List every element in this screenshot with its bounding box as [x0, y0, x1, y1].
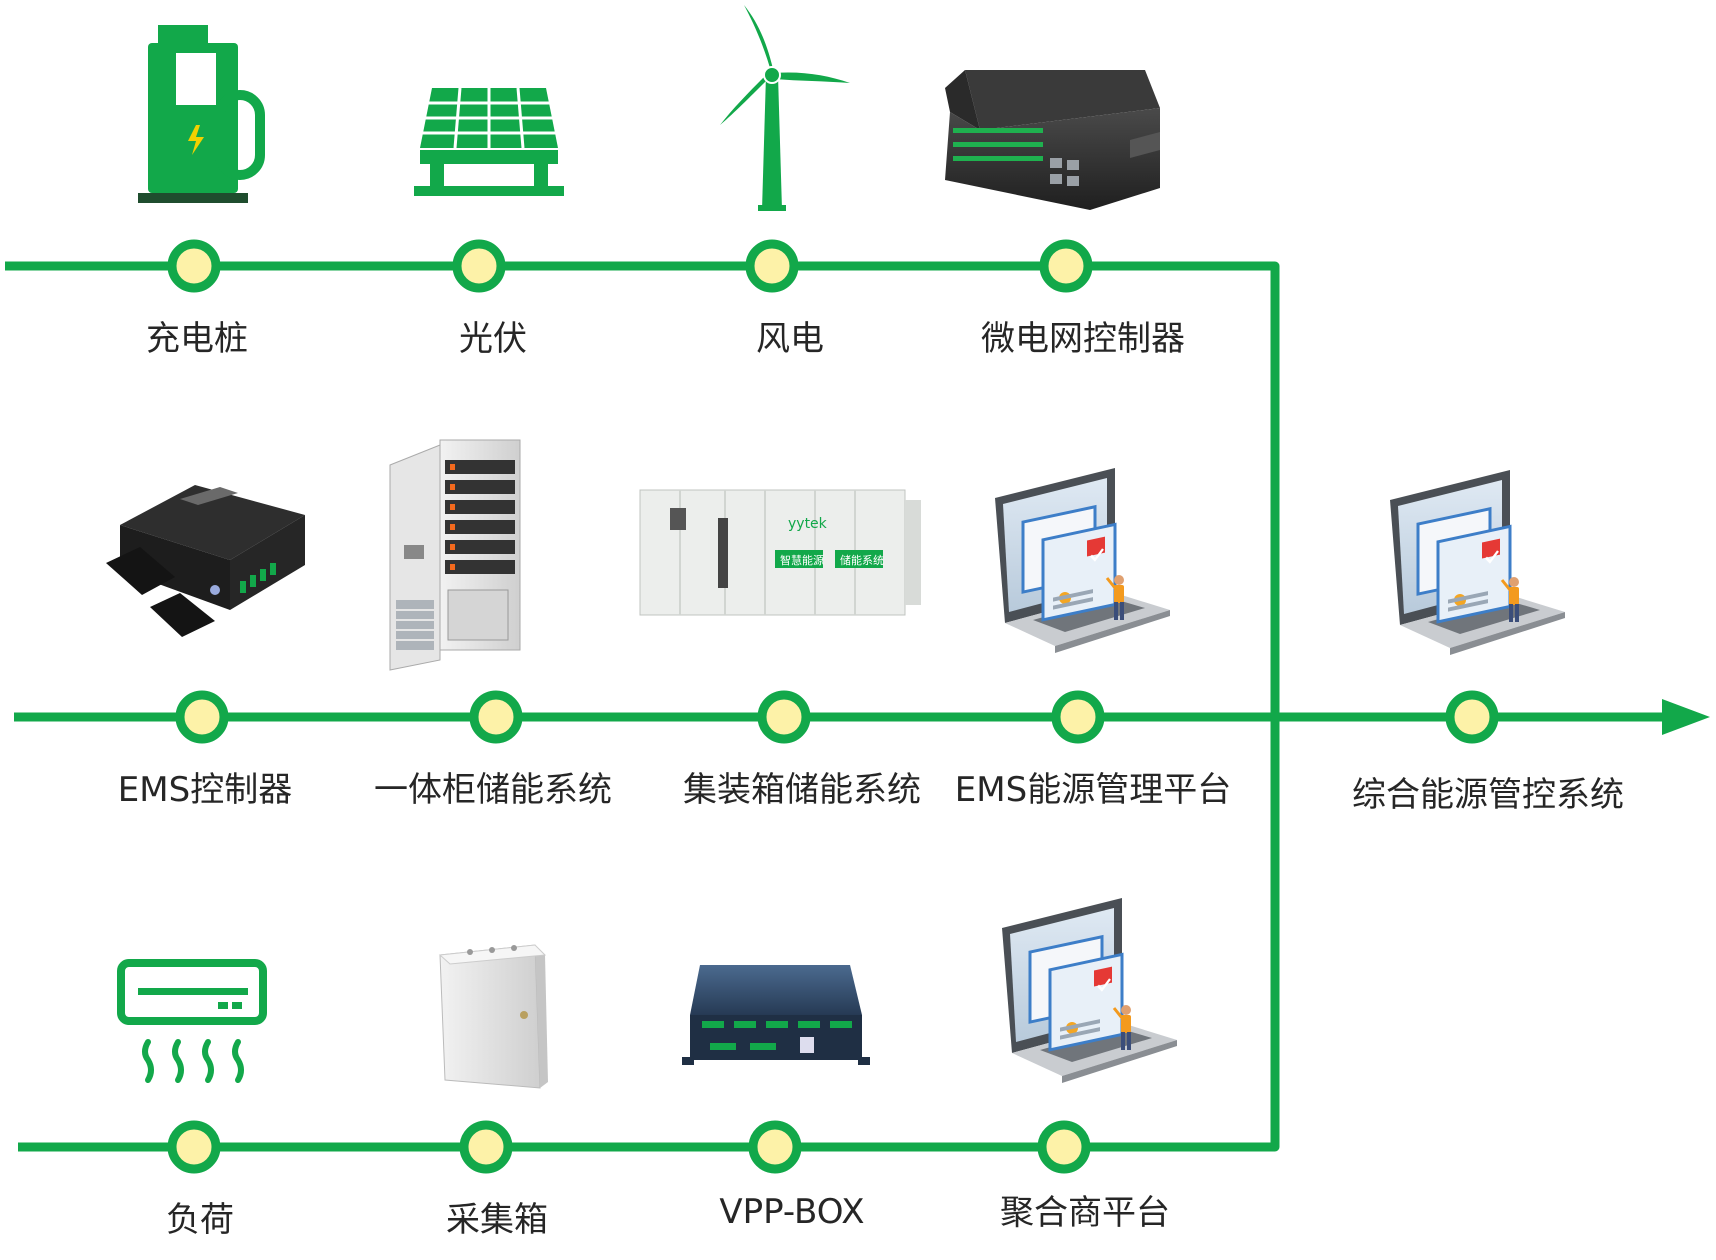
node-marker	[175, 690, 229, 744]
label-aggregator-platform: 聚合商平台	[1000, 1193, 1170, 1233]
label-container-storage: 集装箱储能系统	[683, 770, 921, 810]
container-sub-text: 智慧能源	[780, 553, 824, 567]
node-layer	[167, 239, 1499, 1174]
laptop-platform-icon	[1388, 468, 1567, 657]
label-charging-pile: 充电桩	[146, 319, 248, 359]
label-vpp-box: VPP-BOX	[719, 1192, 865, 1232]
node-marker	[167, 239, 221, 293]
node-marker	[745, 239, 799, 293]
label-load: 负荷	[166, 1200, 234, 1240]
collection-box-device	[438, 944, 548, 1089]
air-conditioner-icon	[117, 959, 267, 1083]
arrow-head-icon	[1662, 699, 1710, 735]
node-marker	[1051, 690, 1105, 744]
laptop-platform-icon	[993, 466, 1172, 655]
connection-lines	[5, 261, 1710, 1152]
container-sub2-text: 储能系统	[840, 553, 884, 567]
microgrid-controller-device	[945, 70, 1160, 210]
node-marker	[757, 690, 811, 744]
container-storage-device: yytek 智慧能源 储能系统	[639, 489, 921, 616]
node-marker	[1037, 1120, 1091, 1174]
laptop-platform-icon	[1000, 896, 1179, 1085]
container-brand-text: yytek	[788, 516, 828, 532]
label-ems-platform: EMS能源管理平台	[954, 770, 1232, 810]
label-solar: 光伏	[459, 319, 527, 359]
node-marker	[459, 1120, 513, 1174]
bus-line-top-bottom	[5, 261, 1280, 1152]
node-marker	[748, 1120, 802, 1174]
label-wind: 风电	[756, 319, 824, 359]
node-marker	[452, 239, 506, 293]
node-marker	[1039, 239, 1093, 293]
node-marker-output	[1445, 690, 1499, 744]
wind-turbine-icon	[720, 5, 850, 211]
label-collection-box: 采集箱	[446, 1200, 548, 1240]
node-marker	[167, 1120, 221, 1174]
label-ems-controller: EMS控制器	[117, 770, 293, 810]
ems-controller-device	[106, 485, 305, 637]
solar-panel-icon	[414, 87, 564, 196]
node-marker	[469, 690, 523, 744]
charging-pile-icon	[138, 25, 265, 203]
cabinet-storage-device	[389, 439, 521, 671]
label-microgrid-controller: 微电网控制器	[981, 319, 1185, 359]
label-cabinet-storage: 一体柜储能系统	[374, 770, 612, 810]
label-integrated-energy-system: 综合能源管控系统	[1352, 775, 1624, 815]
vpp-box-device	[682, 965, 870, 1065]
